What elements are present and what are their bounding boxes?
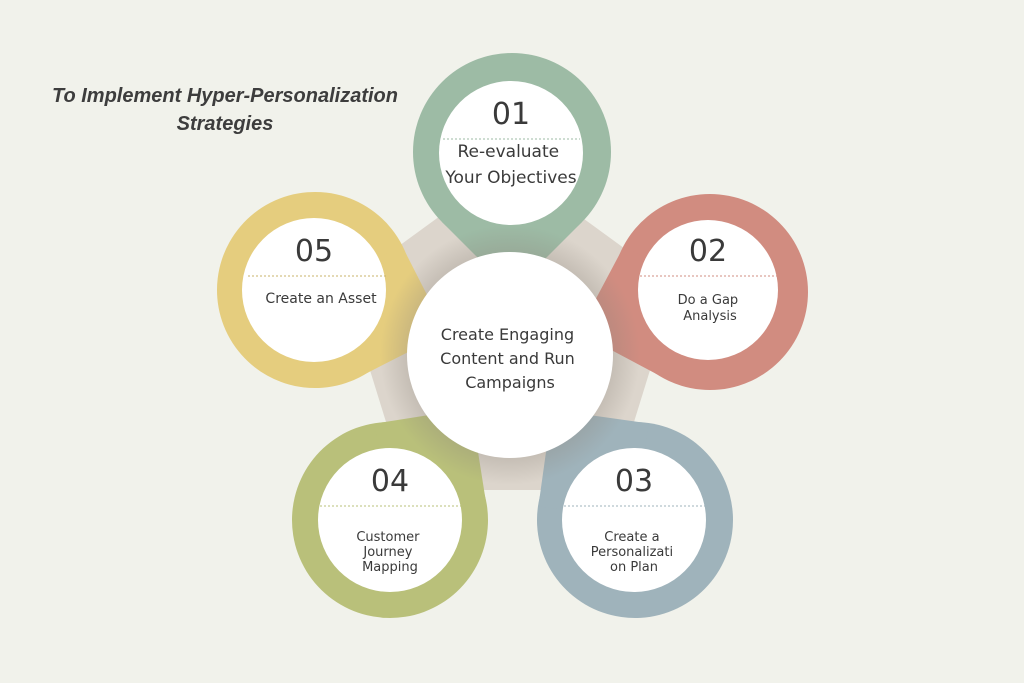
step-01-number: 01	[492, 97, 530, 132]
step-04-number: 04	[371, 464, 409, 499]
step-04-inner	[318, 448, 462, 592]
step-03-inner	[562, 448, 706, 592]
step-05-label: Create an Asset	[265, 291, 377, 307]
title-line-1: To Implement Hyper-Personalization	[52, 85, 398, 107]
step-04-label: Customer Journey Mapping	[356, 530, 423, 575]
step-02-inner	[638, 220, 778, 360]
center-label: Create Engaging Content and Run Campaign…	[440, 325, 580, 392]
step-05-number: 05	[295, 234, 333, 269]
step-01-inner	[439, 81, 583, 225]
step-03-number: 03	[615, 464, 653, 499]
step-01-label: Re-evaluate Your Objectives	[444, 142, 576, 188]
step-03-label: Create a Personalizati on Plan	[591, 530, 678, 575]
step-02-number: 02	[689, 234, 727, 269]
title-line-2: Strategies	[176, 113, 274, 135]
step-05-inner	[242, 218, 386, 362]
center-circle	[407, 252, 613, 458]
diagram-title: To Implement Hyper-Personalization Strat…	[30, 82, 420, 138]
step-02-label: Do a Gap Analysis	[678, 293, 743, 324]
